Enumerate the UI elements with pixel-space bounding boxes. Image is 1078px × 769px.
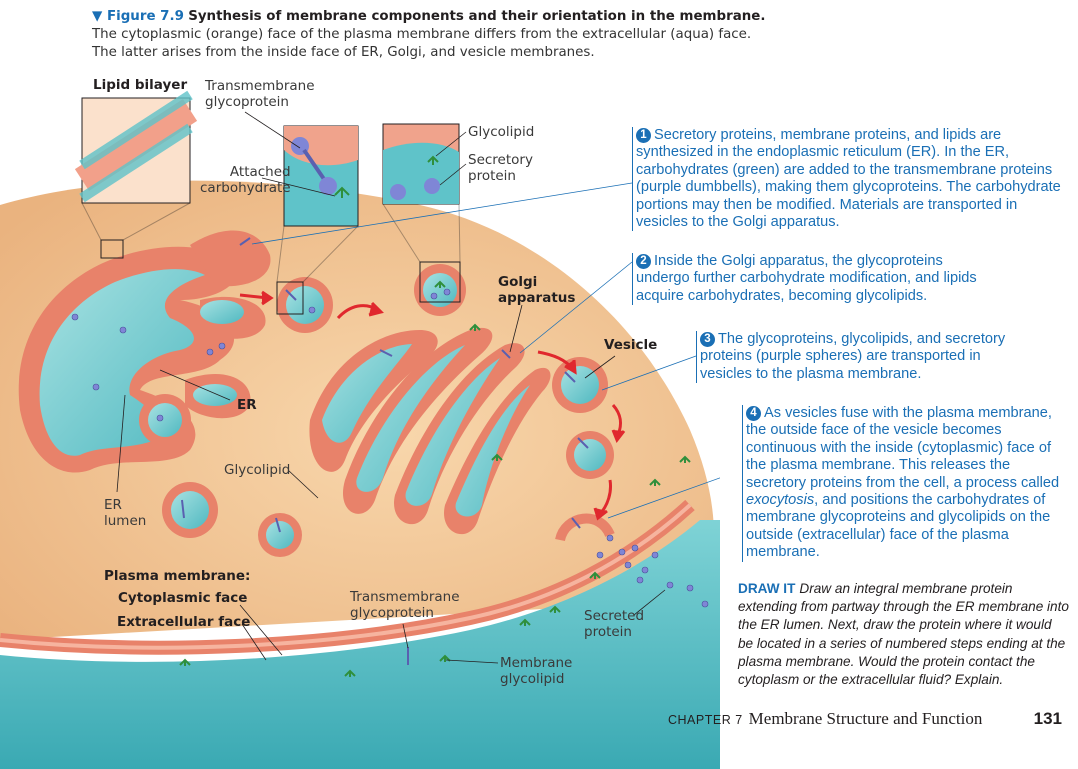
page-number: 131 (1033, 709, 1062, 728)
membrane-synthesis-illustration (0, 90, 720, 769)
chapter-title: Membrane Structure and Function (748, 709, 983, 728)
label-cytoplasmic-face: Cytoplasmic face (118, 590, 248, 606)
step-3-text: The glycoproteins, glycolipids, and secr… (700, 331, 1006, 382)
step-2-text: Inside the Golgi apparatus, the glycopro… (636, 253, 977, 304)
step-1-number: 1 (636, 128, 651, 143)
step-1-text: Secretory proteins, membrane proteins, a… (636, 127, 1061, 231)
figure-title: Synthesis of membrane components and the… (188, 9, 766, 24)
label-er: ER (237, 397, 257, 413)
figure-caption: ▼ Figure 7.9 Synthesis of membrane compo… (92, 8, 792, 62)
step-4-term-exocytosis: exocytosis (746, 492, 815, 509)
carbohydrates (179, 280, 691, 677)
draw-it-text: Draw an integral membrane protein extend… (738, 581, 1069, 688)
zoom-insets (74, 90, 461, 315)
page-footer: CHAPTER 7 Membrane Structure and Function… (668, 709, 1068, 729)
glycoproteins (181, 237, 589, 665)
label-plasma-membrane: Plasma membrane: (104, 568, 251, 584)
chapter-number: CHAPTER 7 (668, 713, 743, 727)
endoplasmic-reticulum (18, 230, 271, 473)
extracellular-fluid (0, 520, 720, 769)
vesicles (139, 264, 615, 557)
label-glycolipid-top: Glycolipid (468, 124, 535, 140)
label-vesicle: Vesicle (604, 337, 658, 353)
step-3-number: 3 (700, 332, 715, 347)
step-4-number: 4 (746, 406, 761, 421)
leader-lines (116, 111, 720, 664)
caption-line-2: The latter arises from the inside face o… (92, 45, 595, 60)
golgi-apparatus (309, 327, 551, 535)
caption-line-1: The cytoplasmic (orange) face of the pla… (92, 27, 752, 42)
transport-arrows (239, 290, 626, 521)
label-extracellular-face: Extracellular face (117, 614, 251, 630)
label-lipid-bilayer: Lipid bilayer (93, 77, 188, 93)
draw-it-heading: DRAW IT (738, 581, 796, 596)
label-glycolipid-mid: Glycolipid (224, 462, 291, 478)
step-4-text-before: As vesicles fuse with the plasma membran… (746, 405, 1060, 491)
step-4-text-after: , and positions the carbohydrates of mem… (746, 492, 1051, 561)
step-2-number: 2 (636, 254, 651, 269)
figure-label: ▼ Figure 7.9 (92, 9, 184, 24)
secretory-proteins (71, 288, 709, 608)
